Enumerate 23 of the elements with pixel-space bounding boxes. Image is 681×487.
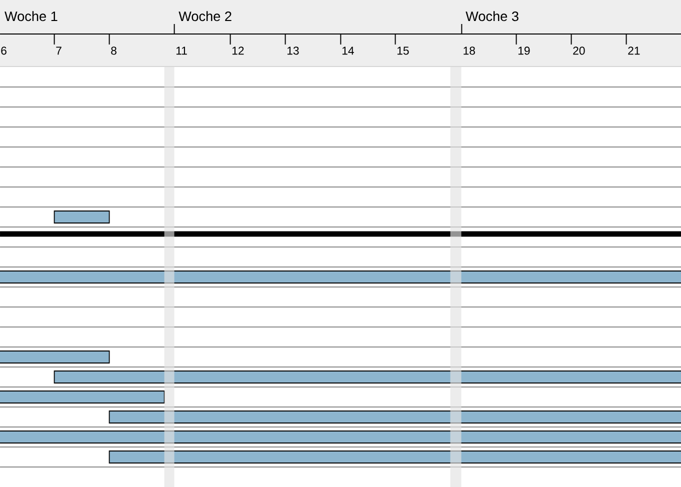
- week-label: Woche 1: [4, 11, 58, 22]
- day-label: 13: [287, 46, 299, 55]
- day-label: 20: [573, 46, 585, 55]
- day-label: 6: [1, 46, 6, 55]
- day-label: 7: [56, 46, 62, 55]
- week-label: Woche 2: [178, 11, 232, 22]
- day-label: 18: [464, 46, 475, 55]
- week-label: Woche 3: [466, 11, 518, 22]
- day-label: 15: [397, 46, 409, 55]
- day-label: 12: [232, 46, 244, 55]
- task-bar: [108, 410, 681, 424]
- task-bar: [54, 370, 681, 384]
- day-label: 8: [111, 46, 116, 55]
- day-label: 21: [628, 46, 640, 55]
- task-bar: [108, 450, 681, 464]
- day-label: 14: [342, 46, 354, 55]
- task-bar: [0, 430, 681, 444]
- task-bar: [0, 270, 681, 284]
- task-bar: [0, 390, 165, 404]
- task-bar: [54, 210, 110, 224]
- day-label: 19: [518, 46, 530, 55]
- task-bar: [0, 350, 110, 364]
- day-label: 11: [176, 46, 187, 55]
